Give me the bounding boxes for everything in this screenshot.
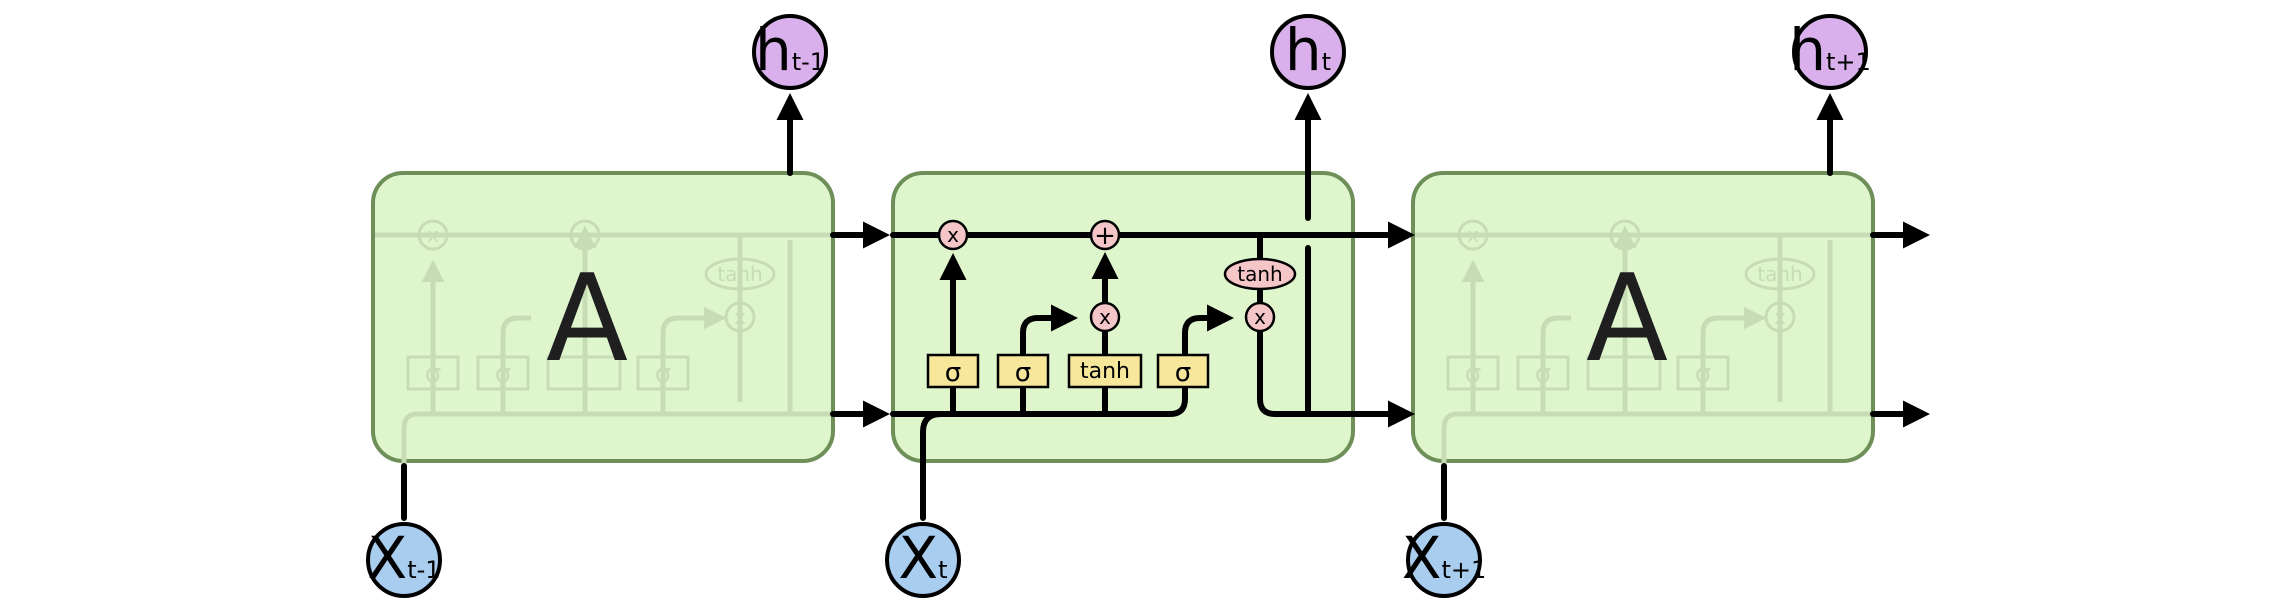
output-node-h-t-minus-1: ht-1 [752,14,828,90]
lstm-cell-left: σ σ σ tanh x + x A [371,171,835,465]
input-gate-sigma [996,353,1050,389]
ghost-internals-left: σ σ σ tanh x + x [375,219,831,465]
output-node-h-t-plus-1: ht+1 [1789,14,1871,90]
forget-multiply-op [937,219,969,251]
ghost-sigma-2: σ [495,359,511,389]
output-to-hidden-wire [1257,328,1311,417]
output-node-h-t: ht [1270,14,1346,90]
svg-text:ht-1: ht-1 [755,16,825,84]
cell-label-right: A [1586,250,1668,389]
ghost-tanh: tanh [717,262,762,286]
forget-gate-sigma [926,353,980,389]
input-main-label: X [1402,524,1442,592]
output-subscript-label: t [1322,48,1331,76]
ghost-times-2: x [734,305,746,329]
input-gate-label: σ [1015,358,1031,388]
add-op-label: + [1094,221,1116,251]
ghost-times-1: x [427,223,439,247]
lstm-cell-center: σ σ tanh σ x + x tanh x [890,93,1415,521]
ghost-times-2: x [1774,305,1786,329]
output-tanh-op [1223,257,1297,291]
output-multiply-op [1244,301,1276,333]
cell-box-center [891,171,1355,463]
output-subscript-label: t-1 [792,48,825,76]
input-main-label: X [367,524,407,592]
ghost-sigma-3: σ [655,359,671,389]
candidate-tanh-gate [1067,353,1143,389]
input-node-x-t-minus-1: Xt-1 [366,522,442,598]
ghost-sigma-3: σ [1695,359,1711,389]
candidate-gate-label: tanh [1080,359,1130,384]
lstm-cell-right: σ σ σ tanh x + x A [1411,171,1875,465]
ghost-sigma-1: σ [1465,359,1481,389]
svg-text:ht: ht [1285,16,1331,84]
svg-text:ht+1: ht+1 [1789,16,1871,84]
input-multiply-label: x [1099,305,1111,329]
input-node-x-t-plus-1: Xt+1 [1402,522,1487,598]
output-main-label: h [1789,16,1826,84]
output-main-label: h [755,16,792,84]
ghost-sigma-1: σ [425,359,441,389]
output-tanh-label: tanh [1237,262,1282,286]
ghost-times-1: x [1467,223,1479,247]
input-gate-wire [1020,304,1078,417]
output-multiply-label: x [1254,305,1266,329]
ghost-plus: + [575,221,595,249]
input-subscript-label: t [938,556,947,584]
input-xt-wire [920,411,956,521]
output-gate-label: σ [1175,358,1191,388]
ghost-plus: + [1615,221,1635,249]
output-gate-sigma [1156,353,1210,389]
ghost-sigma-2: σ [1535,359,1551,389]
input-multiply-op [1089,301,1121,333]
input-subscript-label: t-1 [407,556,440,584]
input-node-x-t: Xt [885,522,961,598]
add-op [1089,219,1121,251]
ghost-internals-right: σ σ σ tanh x + x [1415,219,1871,465]
input-subscript-label: t+1 [1441,556,1486,584]
svg-text:Xt+1: Xt+1 [1402,524,1487,592]
output-subscript-label: t+1 [1826,48,1871,76]
cell-label-left: A [546,250,628,389]
ghost-tanh: tanh [1757,262,1802,286]
forget-gate-label: σ [945,358,961,388]
svg-text:Xt-1: Xt-1 [367,524,440,592]
svg-text:Xt: Xt [898,524,947,592]
input-main-label: X [898,524,938,592]
output-main-label: h [1285,16,1322,84]
forget-multiply-label: x [947,223,959,247]
